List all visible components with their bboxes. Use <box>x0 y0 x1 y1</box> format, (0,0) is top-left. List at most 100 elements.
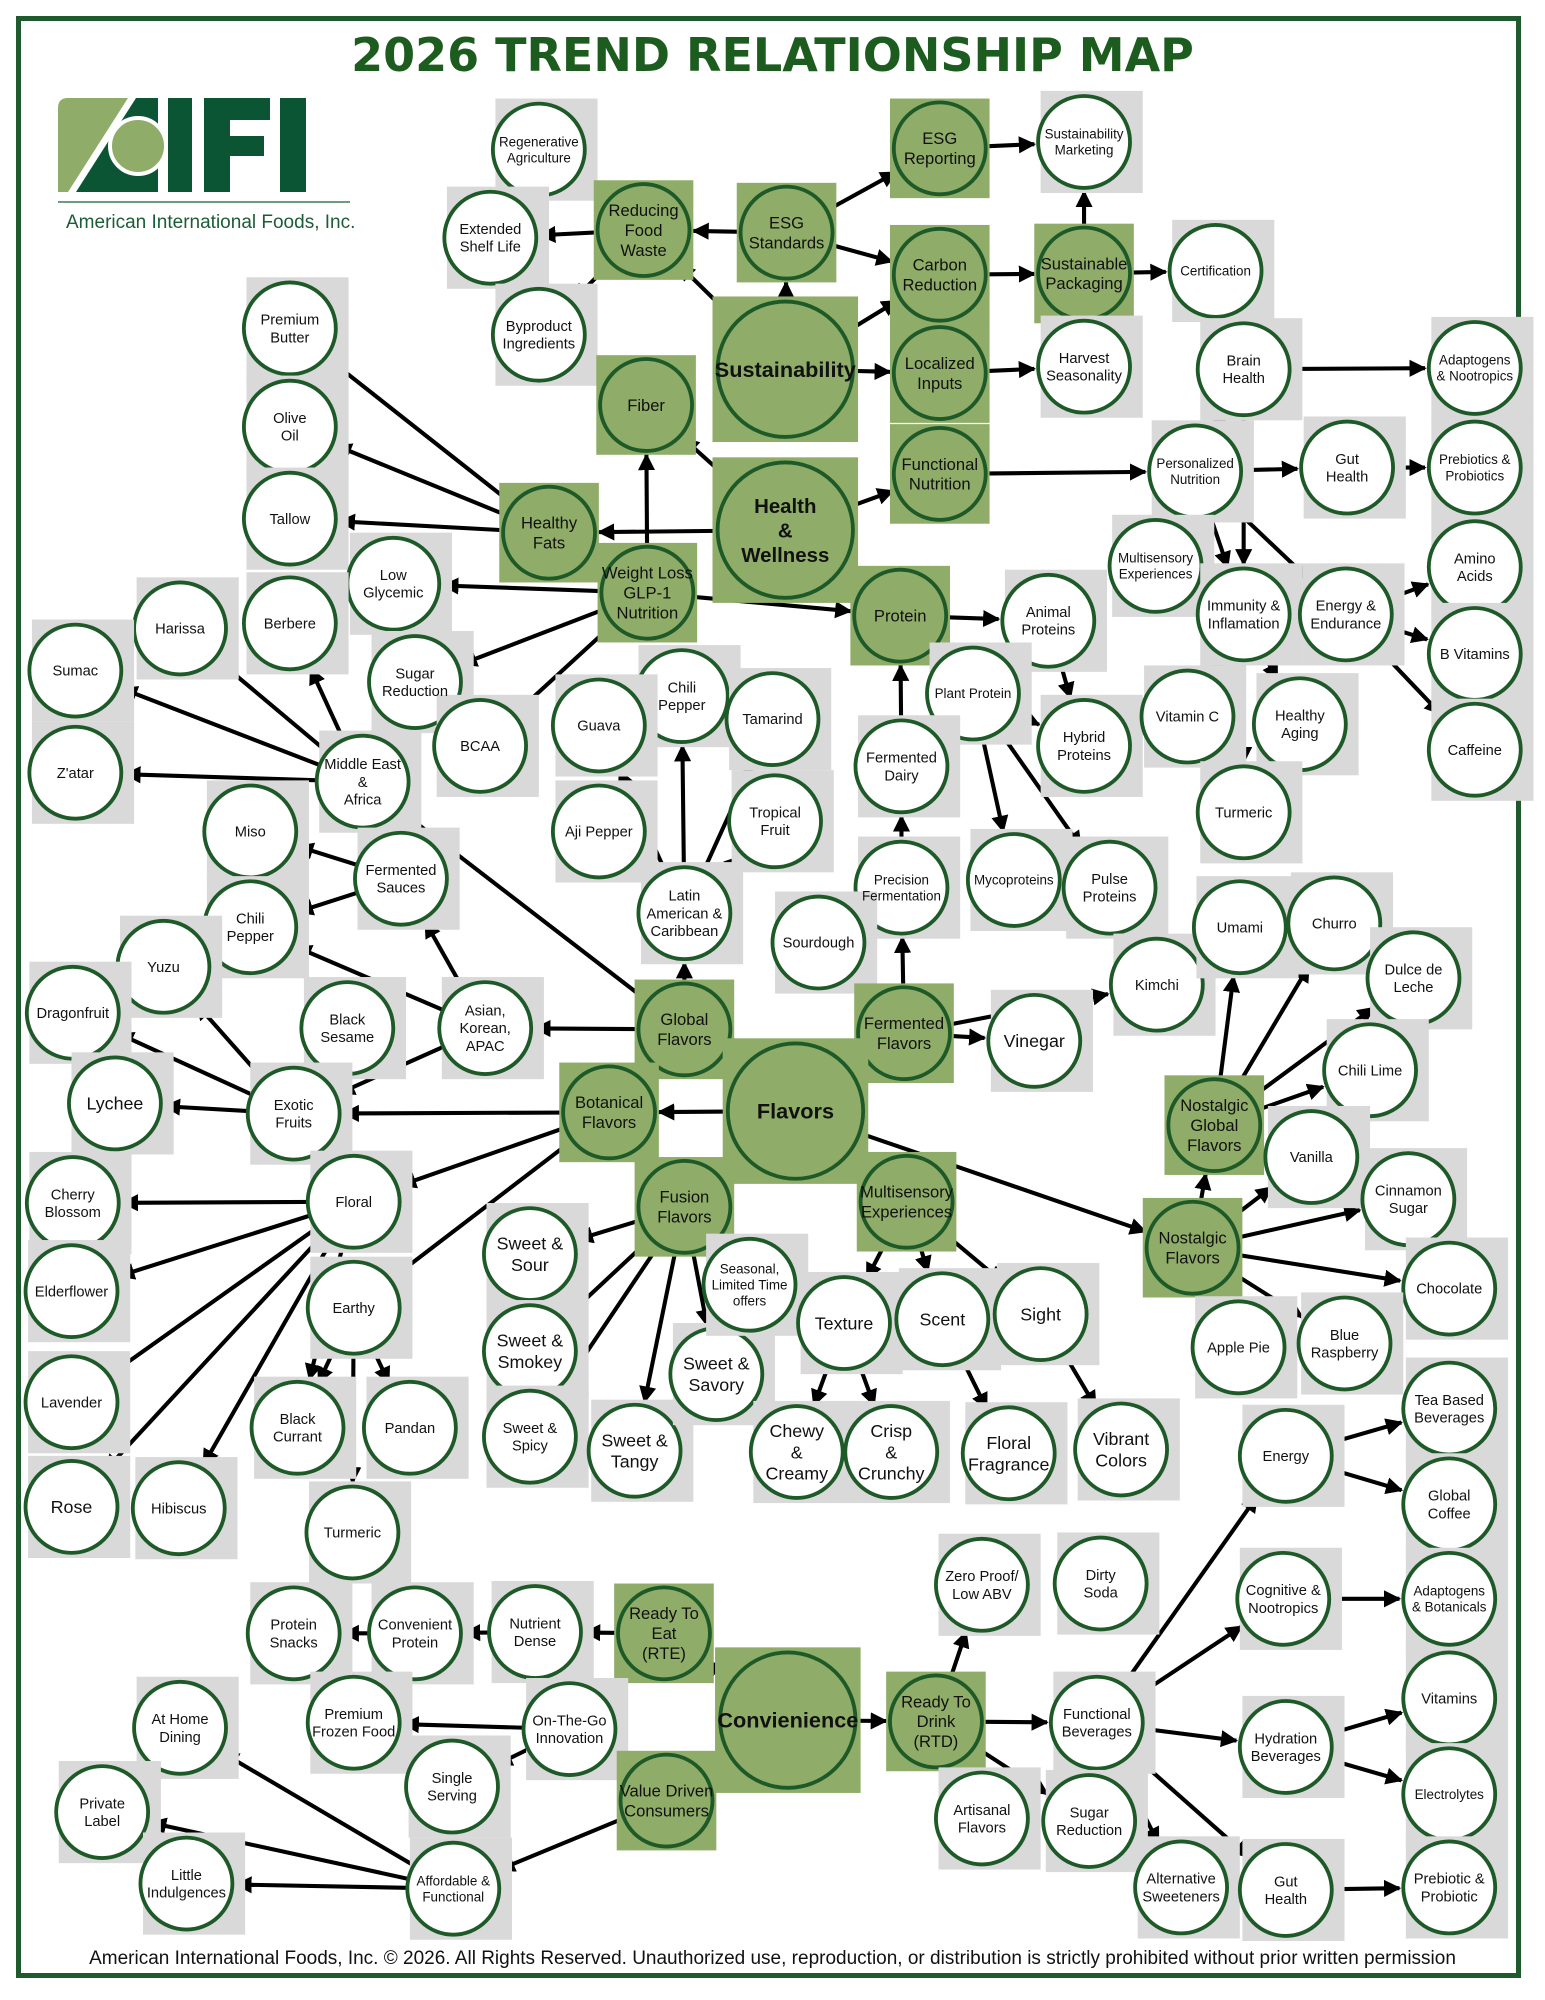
node-prebio2[interactable] <box>1401 1836 1508 1939</box>
node-vanilla[interactable] <box>1263 1105 1371 1209</box>
node-immunity[interactable] <box>1195 563 1303 666</box>
node-turmeric2[interactable] <box>304 1481 412 1584</box>
node-nostglobal[interactable] <box>1164 1075 1265 1175</box>
node-scent[interactable] <box>894 1268 1002 1371</box>
node-weightloss[interactable] <box>597 542 698 643</box>
node-tropical[interactable] <box>727 770 834 873</box>
node-chewy[interactable] <box>748 1400 856 1504</box>
node-lavender[interactable] <box>23 1351 131 1454</box>
node-carbon[interactable] <box>889 224 990 325</box>
node-hydration[interactable] <box>1237 1695 1345 1799</box>
node-exotic[interactable] <box>245 1062 353 1165</box>
node-private[interactable] <box>54 1761 161 1864</box>
node-dirty[interactable] <box>1052 1532 1160 1635</box>
node-flavors[interactable] <box>722 1038 869 1184</box>
node-fermdairy[interactable] <box>853 715 961 818</box>
node-energy2[interactable] <box>1237 1404 1345 1507</box>
node-miso[interactable] <box>202 780 309 883</box>
node-asian[interactable] <box>437 977 544 1080</box>
node-sustain[interactable] <box>712 296 859 443</box>
node-chililime[interactable] <box>1322 1019 1429 1122</box>
node-adapt1[interactable] <box>1426 316 1534 420</box>
node-rtd[interactable] <box>886 1671 986 1772</box>
node-fiber[interactable] <box>596 355 696 455</box>
node-electrolytes[interactable] <box>1401 1743 1508 1846</box>
node-elderflower[interactable] <box>23 1240 131 1343</box>
node-sumac[interactable] <box>27 619 135 722</box>
node-fermflav[interactable] <box>854 983 954 1083</box>
node-latin[interactable] <box>636 862 744 965</box>
node-berbere[interactable] <box>241 572 349 675</box>
node-floralfrag[interactable] <box>960 1402 1068 1505</box>
node-byproduct[interactable] <box>490 283 598 386</box>
node-vitamins[interactable] <box>1401 1647 1508 1750</box>
node-floral[interactable] <box>305 1150 413 1253</box>
node-fermsauces[interactable] <box>353 827 460 930</box>
node-rose[interactable] <box>23 1455 131 1558</box>
node-zeroproof[interactable] <box>934 1533 1041 1636</box>
node-sweetspicy[interactable] <box>482 1385 589 1488</box>
node-lychee[interactable] <box>67 1052 174 1155</box>
node-artisanal[interactable] <box>934 1767 1041 1870</box>
node-chili2[interactable] <box>202 876 309 979</box>
node-blackcurrant[interactable] <box>249 1376 357 1479</box>
node-hybrid[interactable] <box>1036 694 1143 797</box>
node-tallow[interactable] <box>241 467 349 570</box>
node-earthy[interactable] <box>305 1256 413 1359</box>
node-nostalgic[interactable] <box>1142 1197 1243 1298</box>
node-convprot[interactable] <box>367 1582 474 1685</box>
node-vibrant[interactable] <box>1073 1398 1180 1501</box>
node-multisens2[interactable] <box>856 1151 957 1252</box>
node-onthego[interactable] <box>521 1678 629 1781</box>
node-reduce[interactable] <box>593 180 694 280</box>
node-caffeine[interactable] <box>1426 698 1534 801</box>
node-persnut[interactable] <box>1147 420 1254 523</box>
node-botanical[interactable] <box>559 1062 659 1163</box>
node-mideast[interactable] <box>314 730 422 833</box>
node-gut2[interactable] <box>1237 1838 1345 1942</box>
node-turmeric1[interactable] <box>1195 761 1303 864</box>
node-tea[interactable] <box>1401 1357 1508 1460</box>
node-butter[interactable] <box>241 277 349 380</box>
node-affordable[interactable] <box>405 1837 513 1940</box>
node-zatar[interactable] <box>27 721 135 824</box>
node-prebio1[interactable] <box>1426 416 1534 519</box>
node-sourdough[interactable] <box>770 891 878 994</box>
node-amino[interactable] <box>1426 516 1534 619</box>
node-susmkt[interactable] <box>1036 90 1143 194</box>
node-premfrozen[interactable] <box>305 1671 413 1774</box>
node-protsnacks[interactable] <box>245 1582 353 1685</box>
node-bcaa[interactable] <box>432 694 539 797</box>
node-guava[interactable] <box>550 674 658 777</box>
node-altsweet[interactable] <box>1133 1836 1240 1939</box>
node-cherry[interactable] <box>24 1151 132 1255</box>
node-aging[interactable] <box>1251 673 1359 776</box>
node-sight[interactable] <box>992 1263 1100 1366</box>
node-gut1[interactable] <box>1299 416 1406 519</box>
node-energy1[interactable] <box>1297 563 1405 666</box>
node-aji[interactable] <box>550 780 658 883</box>
node-valuedriven[interactable] <box>616 1750 717 1851</box>
node-rte[interactable] <box>614 1583 714 1684</box>
node-kimchi[interactable] <box>1108 933 1216 1036</box>
node-harissa[interactable] <box>132 577 239 680</box>
node-hibiscus[interactable] <box>130 1457 238 1560</box>
node-chocolate[interactable] <box>1401 1237 1508 1340</box>
node-coffee[interactable] <box>1401 1453 1508 1556</box>
node-regen[interactable] <box>490 98 598 201</box>
node-vinegar[interactable] <box>986 989 1093 1092</box>
node-texture[interactable] <box>796 1271 903 1375</box>
node-vitc[interactable] <box>1139 665 1247 768</box>
node-yuzu[interactable] <box>115 915 223 1018</box>
node-tamarind[interactable] <box>724 668 832 771</box>
node-umami[interactable] <box>1191 876 1299 979</box>
node-multisens1[interactable] <box>1107 514 1215 617</box>
node-cognitive[interactable] <box>1235 1547 1342 1650</box>
node-crisp[interactable] <box>843 1400 950 1504</box>
node-cert[interactable] <box>1167 219 1275 322</box>
node-harvest[interactable] <box>1036 315 1143 418</box>
node-dulce[interactable] <box>1365 927 1473 1030</box>
node-health[interactable] <box>712 457 859 603</box>
node-esgstd[interactable] <box>736 182 837 283</box>
node-dragon[interactable] <box>24 961 132 1064</box>
